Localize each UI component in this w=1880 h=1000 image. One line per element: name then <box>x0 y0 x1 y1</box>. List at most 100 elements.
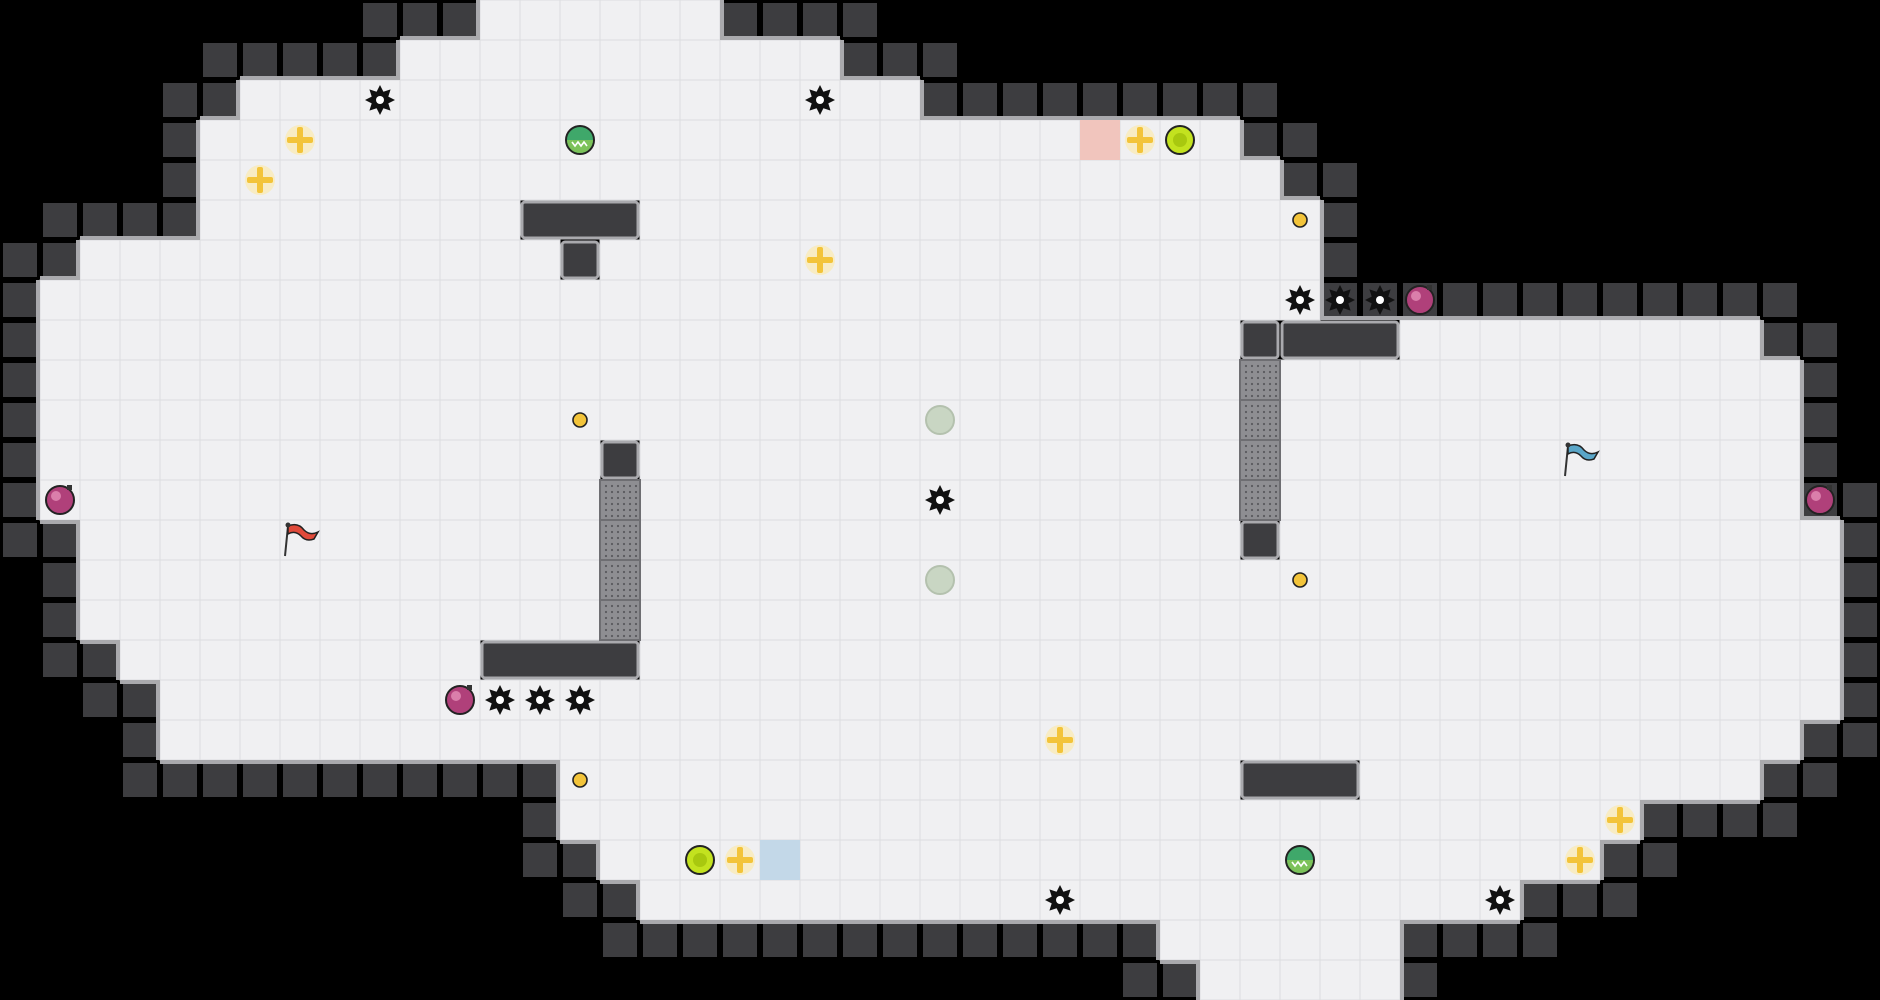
floor-tile <box>1239 239 1281 281</box>
floor-tile <box>1039 599 1081 641</box>
floor-tile <box>919 679 961 721</box>
gate-dot <box>1244 444 1248 448</box>
floor-tile <box>999 719 1041 761</box>
pellet-icon <box>1292 212 1308 228</box>
floor-tile <box>1039 839 1081 881</box>
floor-tile <box>639 39 681 81</box>
wall-edge <box>240 76 280 80</box>
floor-tile <box>1239 719 1281 761</box>
gate-dot <box>1250 364 1254 368</box>
floor-tile <box>1479 679 1521 721</box>
floor-tile <box>239 199 281 241</box>
floor-tile <box>439 39 481 81</box>
wall-edge <box>360 760 400 764</box>
gate-dot <box>628 564 632 568</box>
wall-edge <box>1280 196 1320 200</box>
gate-dot <box>634 628 638 632</box>
gate-dot <box>1244 422 1248 426</box>
gate-dot <box>1274 514 1278 518</box>
floor-tile <box>799 319 841 361</box>
floor-tile <box>279 479 321 521</box>
gate-dot <box>628 604 632 608</box>
wall-edge <box>1760 760 1764 800</box>
blue-team-tile <box>760 840 800 880</box>
floor-tile <box>599 359 641 401</box>
floor-tile <box>639 119 681 161</box>
gate-dot <box>622 536 626 540</box>
floor-tile <box>159 719 201 761</box>
gate-dot <box>1256 428 1260 432</box>
floor-tile <box>1759 399 1801 441</box>
floor-tile <box>839 839 881 881</box>
floor-tile <box>1439 479 1481 521</box>
floor-tile <box>1119 439 1161 481</box>
floor-tile <box>1279 879 1321 921</box>
inner-wall-block <box>1280 320 1400 360</box>
wall-edge <box>196 160 200 200</box>
wall-edge <box>476 0 480 40</box>
gate-dot <box>1262 410 1266 414</box>
floor-tile <box>439 599 481 641</box>
floor-tile <box>1679 639 1721 681</box>
red-flag-icon[interactable] <box>284 522 320 557</box>
outer-wall-block <box>1043 83 1077 117</box>
floor-tile <box>1159 799 1201 841</box>
outer-wall-block <box>1163 963 1197 997</box>
gate-dot <box>610 610 614 614</box>
floor-tile <box>679 679 721 721</box>
gate-dot <box>634 554 638 558</box>
gate-dot <box>1268 484 1272 488</box>
floor-tile <box>1279 439 1321 481</box>
floor-tile <box>1079 279 1121 321</box>
wall-edge <box>1840 680 1844 720</box>
floor-tile <box>279 719 321 761</box>
outer-wall-block <box>1403 923 1437 957</box>
floor-tile <box>719 199 761 241</box>
floor-tile <box>839 119 881 161</box>
floor-tile <box>1759 439 1801 481</box>
floor-tile <box>959 559 1001 601</box>
outer-wall-block <box>1243 123 1277 157</box>
floor-tile <box>959 279 1001 321</box>
floor-tile <box>799 199 841 241</box>
floor-tile <box>639 279 681 321</box>
floor-tile <box>759 439 801 481</box>
floor-tile <box>639 759 681 801</box>
floor-tile <box>39 359 81 401</box>
wall-edge <box>1560 316 1600 320</box>
floor-tile <box>439 719 481 761</box>
gate-dot <box>634 610 638 614</box>
gate-dot <box>1274 502 1278 506</box>
floor-tile <box>879 679 921 721</box>
floor-tile <box>1119 479 1161 521</box>
floor-tile <box>519 559 561 601</box>
floor-tile <box>279 239 321 281</box>
gate-dot <box>628 514 632 518</box>
floor-tile <box>1159 359 1201 401</box>
floor-tile <box>279 399 321 441</box>
wall-edge <box>1640 800 1680 804</box>
floor-tile <box>679 879 721 921</box>
floor-tile <box>839 199 881 241</box>
floor-tile <box>879 319 921 361</box>
blue-flag-icon[interactable] <box>1564 442 1600 477</box>
floor-tile <box>279 279 321 321</box>
floor-tile <box>879 239 921 281</box>
floor-tile <box>1799 679 1841 721</box>
floor-tile <box>159 599 201 641</box>
outer-wall-block <box>163 763 197 797</box>
gate-dot <box>1244 370 1248 374</box>
floor-tile <box>1719 679 1761 721</box>
gate-dot <box>622 508 626 512</box>
floor-tile <box>479 719 521 761</box>
gate-dot <box>1268 502 1272 506</box>
floor-tile <box>1559 359 1601 401</box>
floor-tile <box>799 279 841 321</box>
floor-tile <box>1239 839 1281 881</box>
floor-tile <box>1519 359 1561 401</box>
gate-dot <box>1250 410 1254 414</box>
gate-dot <box>622 582 626 586</box>
gate-dot <box>1268 394 1272 398</box>
gate-dot <box>604 542 608 546</box>
